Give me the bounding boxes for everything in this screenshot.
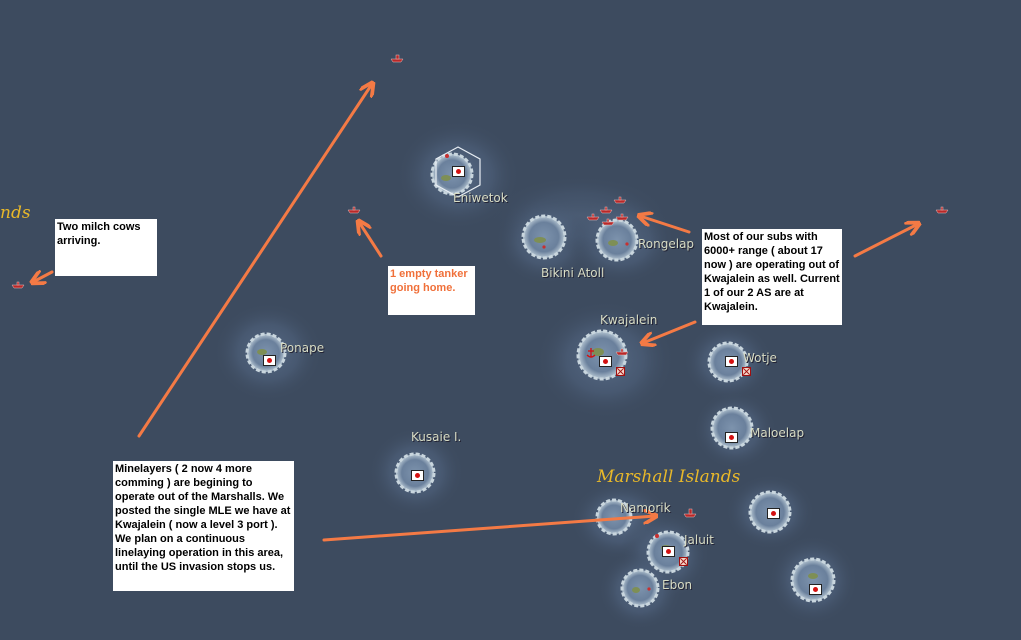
island-label-kwajalein[interactable]: Kwajalein [600,313,658,327]
island-label-wotje[interactable]: Wotje [743,351,777,365]
shallow-water-zones [213,120,858,630]
japanese-base-flag-icon[interactable] [662,546,675,557]
orange-arrow-icon [33,84,918,542]
island-label-jaluit[interactable]: Jaluit [684,533,714,547]
japanese-base-flag-icon[interactable] [725,432,738,443]
region-label-partial: nds [0,203,31,223]
japanese-base-flag-icon[interactable] [599,356,612,367]
island-label-bikini[interactable]: Bikini Atoll [541,266,605,280]
region-label-marshall-islands: Marshall Islands [597,467,741,487]
atolls [245,152,836,608]
japanese-base-flag-icon[interactable] [452,166,465,177]
submarine-icon [11,54,949,518]
island-label-maloelap[interactable]: Maloelap [750,426,805,440]
japanese-base-flag-icon[interactable] [809,584,822,595]
damaged-port-icon [742,367,751,376]
hex-selection-icon [435,146,481,198]
japanese-base-flag-icon[interactable] [725,356,738,367]
island-label-rongelap[interactable]: Rongelap [638,237,695,251]
japanese-base-flag-icon[interactable] [411,470,424,481]
island-label-ebon[interactable]: Ebon [662,578,693,592]
anchor-icon [586,348,596,358]
japanese-base-flag-icon[interactable] [263,355,276,366]
island-label-ponape[interactable]: Ponape [280,341,325,355]
island-label-kusaie[interactable]: Kusaie I. [411,430,462,444]
note-minelayers: Minelayers ( 2 now 4 more comming ) are … [113,461,294,591]
note-empty-tanker: 1 empty tanker going home. [388,266,475,315]
note-subs: Most of our subs with 6000+ range ( abou… [702,229,842,325]
damaged-port-icon [616,367,625,376]
island-label-namorik[interactable]: Namorik [620,501,671,515]
port-markers [445,154,659,591]
island-label-eniwetok[interactable]: Eniwetok [453,191,508,205]
note-milch-cows: Two milch cows arriving. [55,219,157,276]
damaged-port-icon [679,557,688,566]
japanese-base-flag-icon[interactable] [767,508,780,519]
